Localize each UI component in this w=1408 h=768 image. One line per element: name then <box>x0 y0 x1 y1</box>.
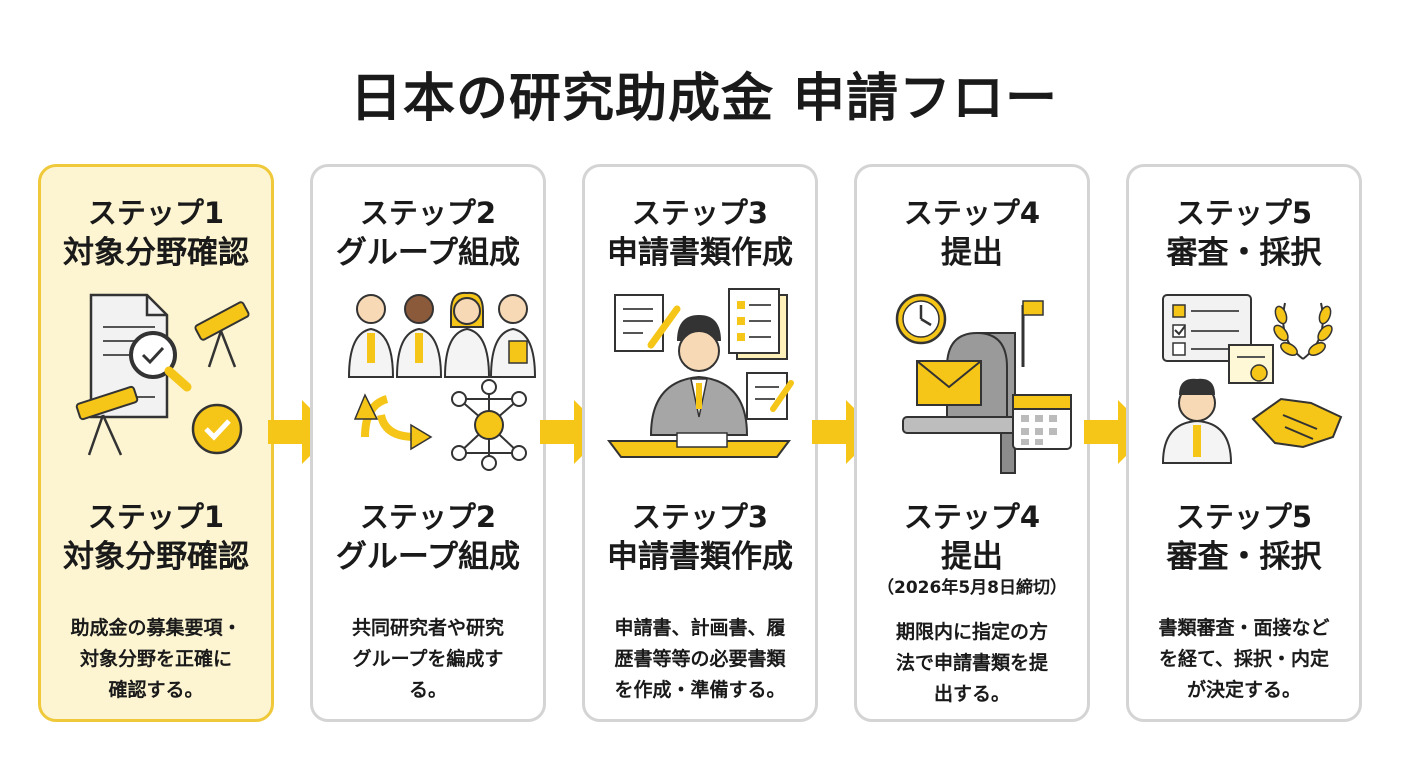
step-name: 審査・採択 <box>1166 539 1322 575</box>
envelope-icon <box>916 360 982 406</box>
step-card-5[interactable]: ステップ5 審査・採択 <box>1126 164 1362 722</box>
step-label: ステップ4 <box>903 196 1041 230</box>
step-name: 提出 <box>941 539 1003 575</box>
step-3-illustration <box>607 288 794 458</box>
step-description-line: を作成・準備する。 <box>614 679 786 701</box>
step-label: ステップ1 <box>87 196 225 230</box>
step-description-line: 期限内に指定の方 <box>895 621 1048 643</box>
step-description-line: が決定する。 <box>1186 679 1301 701</box>
step-card-3[interactable]: ステップ3 申請書類作成 <box>582 164 818 722</box>
pencil-icon <box>647 305 794 420</box>
step-card-4[interactable]: ステップ4 提出 ステ <box>854 164 1090 722</box>
step-description-line: 確認する。 <box>108 679 204 701</box>
step-name: 提出 <box>941 235 1003 271</box>
step-name: グループ組成 <box>335 539 521 575</box>
clock-icon <box>895 293 947 345</box>
step-description-line: 書類審査・面接など <box>1158 617 1330 639</box>
step-1-illustration <box>75 293 250 456</box>
step-description-line: 歴書等等の必要書類 <box>614 648 786 670</box>
step-description-line: 法で申請書類を提 <box>895 652 1048 674</box>
step-description-line: 対象分野を正確に <box>79 648 232 670</box>
step-name: 対象分野確認 <box>63 235 249 271</box>
network-icon <box>451 379 527 471</box>
step-card-2[interactable]: ステップ2 グループ組成 <box>310 164 546 722</box>
step-label: ステップ5 <box>1175 500 1313 534</box>
reviewer-person-icon <box>1161 378 1233 464</box>
telescope-icon <box>75 301 250 456</box>
step-description-line: を経て、採択・内定 <box>1158 648 1330 670</box>
step-description-line: 共同研究者や研究 <box>351 617 504 639</box>
step-description-line: 申請書、計画書、履 <box>614 617 786 639</box>
exchange-arrows-icon <box>353 393 433 451</box>
step-description-line: る。 <box>408 679 447 701</box>
documents-icon <box>614 288 788 360</box>
step-5-illustration <box>1161 294 1343 464</box>
document-magnifier-icon <box>89 293 192 419</box>
step-4-illustration <box>895 293 1072 474</box>
calendar-icon <box>1012 394 1072 450</box>
researchers-group-icon <box>347 291 537 378</box>
step-name: 申請書類作成 <box>607 539 793 575</box>
step-name: 対象分野確認 <box>63 539 249 575</box>
laurel-icon <box>1273 302 1333 360</box>
step-label: ステップ2 <box>359 500 497 534</box>
writing-person-icon <box>607 315 791 458</box>
step-description-line: グループを編成す <box>352 648 504 670</box>
step-description-line: 助成金の募集要項・ <box>70 617 242 639</box>
step-name: グループ組成 <box>335 235 521 271</box>
page-title: 日本の研究助成金 申請フロー <box>349 69 1059 129</box>
step-2-illustration <box>347 291 537 471</box>
step-name: 申請書類作成 <box>607 235 793 271</box>
step-label: ステップ5 <box>1175 196 1313 230</box>
check-circle-icon <box>191 403 243 455</box>
certificate-icon <box>1228 344 1274 384</box>
deadline-note: （2026年5月8日締切） <box>877 578 1067 598</box>
step-label: ステップ3 <box>631 196 769 230</box>
step-name: 審査・採択 <box>1166 235 1322 271</box>
handshake-icon <box>1251 397 1343 449</box>
step-card-1[interactable]: ステップ1 対象分野確認 ステップ1 対象分野確認 助成金の募集要項・ <box>38 164 274 722</box>
step-label: ステップ2 <box>359 196 497 230</box>
step-label: ステップ3 <box>631 500 769 534</box>
step-label: ステップ4 <box>903 500 1041 534</box>
step-label: ステップ1 <box>87 500 225 534</box>
step-description-line: 出する。 <box>933 683 1010 705</box>
